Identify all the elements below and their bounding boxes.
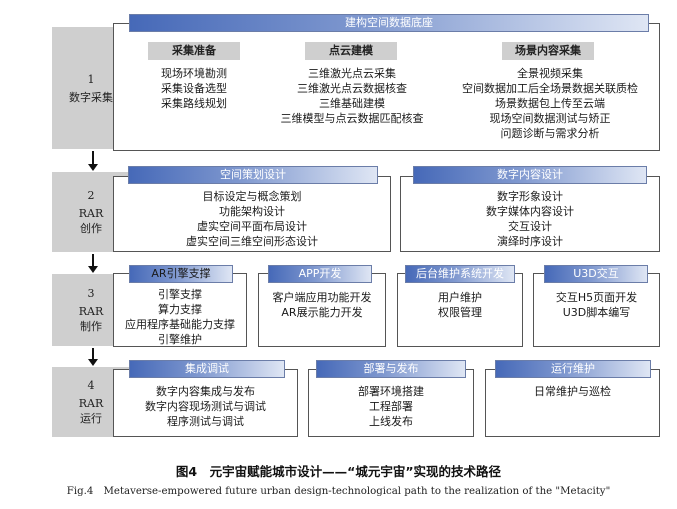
stage-number: 3 <box>87 287 95 300</box>
stage3-group-title: AR引擎支撑 <box>129 265 233 283</box>
list-item: 应用程序基础能力支撑 <box>125 318 235 331</box>
list-item: 虚实空间三维空间形态设计 <box>186 235 318 248</box>
stage3-group-title: 后台维护系统开发 <box>405 265 515 283</box>
stage4-group-items: 数字内容集成与发布 数字内容现场测试与调试 程序测试与调试 <box>113 384 298 429</box>
list-item: 现场空间数据测试与矫正 <box>489 112 611 125</box>
list-item: 客户端应用功能开发 <box>272 291 372 304</box>
stage3-group-title: U3D交互 <box>544 265 648 283</box>
list-item: 引擎支撑 <box>158 288 202 301</box>
stage3-group-items: 引擎支撑 算力支撑 应用程序基础能力支撑 引擎维护 <box>113 287 247 347</box>
stage4-group-items: 日常维护与巡检 <box>485 384 660 399</box>
stage-number: 1 <box>87 72 95 86</box>
list-item: AR展示能力开发 <box>281 306 363 319</box>
list-item: 三维模型与点云数据匹配核查 <box>280 112 424 125</box>
stage1-column-title: 点云建模 <box>305 42 397 60</box>
stage2-group-box <box>400 176 660 252</box>
stage3-group-box <box>258 273 386 347</box>
stage4-group-box <box>113 369 298 437</box>
list-item: 数字内容现场测试与调试 <box>145 400 266 413</box>
list-item: 现场环境勘测 <box>161 67 227 80</box>
stage1-title: 建构空间数据底座 <box>129 14 649 32</box>
list-item: 工程部署 <box>369 400 413 413</box>
stage3-group-box <box>397 273 523 347</box>
list-item: 虚实空间平面布局设计 <box>197 220 307 233</box>
list-item: 部署环境搭建 <box>358 385 424 398</box>
stage3-group-items: 交互H5页面开发 U3D脚本编写 <box>533 290 660 320</box>
stage4-group-box <box>485 369 660 437</box>
list-item: 三维基础建模 <box>319 97 385 110</box>
stage4-group-title: 集成调试 <box>129 360 285 378</box>
stage-number: 2 <box>87 189 95 202</box>
list-item: 问题诊断与需求分析 <box>500 127 600 140</box>
list-item: 数字媒体内容设计 <box>486 205 574 218</box>
stage3-group-title: APP开发 <box>268 265 372 283</box>
list-item: 算力支撑 <box>158 303 202 316</box>
down-arrow-icon <box>88 348 98 367</box>
stage1-column-title: 场景内容采集 <box>502 42 594 60</box>
list-item: 引擎维护 <box>158 333 202 346</box>
stage3-group-box <box>533 273 660 347</box>
list-item: 日常维护与巡检 <box>534 385 611 398</box>
list-item: 功能架构设计 <box>219 205 285 218</box>
stage2-group-items: 目标设定与概念策划 功能架构设计 虚实空间平面布局设计 虚实空间三维空间形态设计 <box>113 189 391 249</box>
down-arrow-icon <box>88 254 98 274</box>
list-item: 数字内容集成与发布 <box>156 385 255 398</box>
down-arrow-icon <box>88 151 98 171</box>
stage-name-line: 数字采集 <box>69 90 113 104</box>
stage1-column-items: 三维激光点云采集 三维激光点云数据核查 三维基础建模 三维模型与点云数据匹配核查 <box>262 66 442 126</box>
stage-number: 4 <box>87 379 95 392</box>
list-item: 采集路线规划 <box>161 97 227 110</box>
stage3-group-items: 用户维护 权限管理 <box>397 290 523 320</box>
list-item: 上线发布 <box>369 415 413 428</box>
stage3-group-items: 客户端应用功能开发 AR展示能力开发 <box>258 290 386 320</box>
stage2-group-items: 数字形象设计 数字媒体内容设计 交互设计 演绎时序设计 <box>400 189 660 249</box>
stage-name-line: 制作 <box>80 320 102 333</box>
stage2-group-title: 空间策划设计 <box>128 166 378 184</box>
figure-caption-cn: 图4 元宇宙赋能城市设计——“城元宇宙”实现的技术路径 <box>175 464 502 479</box>
list-item: 空间数据加工后全场景数据关联质检 <box>462 82 638 95</box>
list-item: 权限管理 <box>438 306 482 319</box>
list-item: U3D脚本编写 <box>562 306 631 319</box>
list-item: 三维激光点云采集 <box>308 67 396 80</box>
figure-caption-en: Fig.4 Metaverse-empowered future urban d… <box>66 486 611 497</box>
stage-name-line: RAR <box>78 207 104 220</box>
list-item: 采集设备选型 <box>161 82 227 95</box>
list-item: 全景视频采集 <box>517 67 583 80</box>
list-item: 交互设计 <box>508 220 552 233</box>
list-item: 数字形象设计 <box>497 190 563 203</box>
stage-name-line: RAR <box>78 397 104 410</box>
stage4-group-items: 部署环境搭建 工程部署 上线发布 <box>308 384 474 429</box>
stage-name-line: RAR <box>78 305 104 318</box>
list-item: 演绎时序设计 <box>497 235 563 248</box>
stage4-group-title: 运行维护 <box>495 360 651 378</box>
list-item: 场景数据包上传至云端 <box>495 97 605 110</box>
list-item: 程序测试与调试 <box>167 415 244 428</box>
stage-name-line: 创作 <box>80 222 102 235</box>
stage-name-line: 运行 <box>80 412 102 425</box>
list-item: 三维激光点云数据核查 <box>297 82 407 95</box>
stage1-column-items: 全景视频采集 空间数据加工后全场景数据关联质检 场景数据包上传至云端 现场空间数… <box>446 66 654 141</box>
list-item: 交互H5页面开发 <box>555 291 638 304</box>
list-item: 用户维护 <box>438 291 482 304</box>
stage4-group-box <box>308 369 474 437</box>
stage1-column-title: 采集准备 <box>148 42 240 60</box>
stage2-group-title: 数字内容设计 <box>413 166 647 184</box>
stage4-group-title: 部署与发布 <box>316 360 466 378</box>
stage1-column-items: 现场环境勘测 采集设备选型 采集路线规划 <box>135 66 253 111</box>
list-item: 目标设定与概念策划 <box>202 190 302 203</box>
